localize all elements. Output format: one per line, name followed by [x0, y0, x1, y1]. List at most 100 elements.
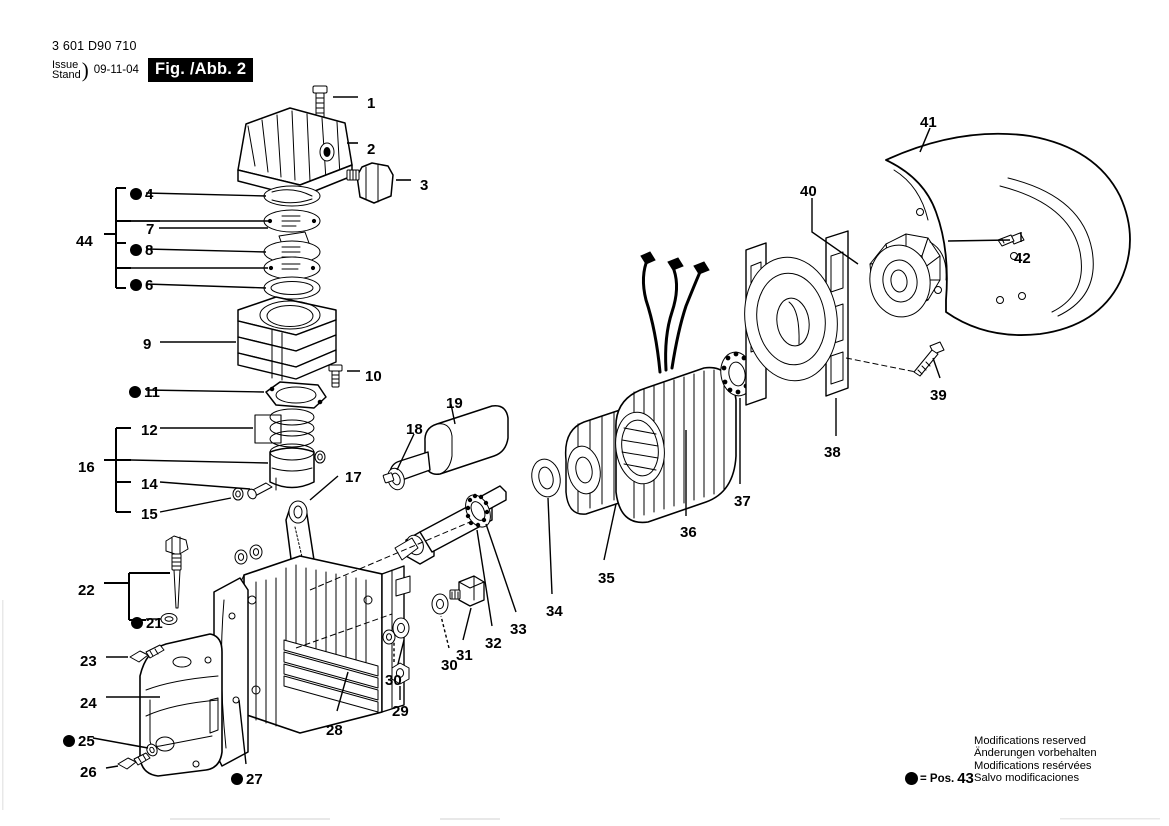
bracket-22 [104, 572, 170, 621]
modifications-legend: Modifications reserved Änderungen vorbeh… [974, 735, 1097, 785]
callout-39: 39 [930, 387, 947, 404]
callout-1: 1 [367, 95, 376, 112]
figure-badge: Fig. /Abb. 2 [147, 58, 254, 82]
callout-35: 35 [598, 570, 615, 587]
part-2-cylinder-head [237, 107, 353, 198]
part-33-crankshaft [394, 485, 507, 565]
filled-dot-icon [905, 772, 918, 785]
callout-7: 7 [146, 221, 155, 238]
small-hardware-cluster [234, 544, 263, 565]
registration-marks [2, 600, 1160, 820]
stand-label: Stand [52, 69, 81, 81]
callout-27: 27 [231, 772, 263, 787]
part-21-oring [160, 613, 178, 625]
part-36-stator [615, 251, 737, 524]
callout-34: 34 [546, 603, 563, 620]
callout-17: 17 [345, 469, 362, 486]
callout-30b: 30 [441, 657, 458, 674]
callout-15: 15 [141, 506, 158, 523]
part-15-circlip [232, 450, 326, 501]
part-34-washer [531, 458, 561, 498]
part-11-flange-gasket [265, 381, 327, 409]
stator-wires [641, 256, 702, 374]
sheet-header: 3 601 D90 710 Issue Stand ) 09-11-04 Fig… [52, 39, 254, 82]
callout-24: 24 [80, 695, 97, 712]
part-20-dipstick [165, 535, 189, 609]
callout-23: 23 [80, 653, 97, 670]
bracket-16 [104, 427, 131, 513]
callout-4: 4 [130, 187, 153, 202]
callout-33: 33 [510, 621, 527, 638]
brace-glyph: ) [81, 58, 89, 82]
callout-38: 38 [824, 444, 841, 461]
valve-plate-upper [263, 209, 321, 233]
callout-11: 11 [129, 385, 160, 400]
issue-label: Issue [52, 58, 79, 71]
callout-44: 44 [76, 233, 93, 250]
callout-10: 10 [365, 368, 382, 385]
part-32-bearing [465, 493, 491, 528]
part-6-gasket [263, 276, 321, 300]
part-30-washers [382, 593, 449, 645]
part-29-nut [391, 662, 410, 685]
callout-12: 12 [141, 422, 158, 439]
callout-18: 18 [406, 421, 423, 438]
position-key-label: = Pos. [920, 772, 955, 785]
callout-28: 28 [326, 722, 343, 739]
legend-line-fr: Modifications resérvées [974, 759, 1092, 772]
part-25-oring [146, 743, 158, 757]
issue-date: 09-11-04 [93, 64, 139, 76]
callout-9: 9 [143, 336, 152, 353]
callout-37: 37 [734, 493, 751, 510]
part-number: 3 601 D90 710 [52, 39, 137, 53]
part-10-screw [328, 364, 343, 388]
callout-8: 8 [130, 243, 153, 258]
legend-line-es: Salvo modificaciones [974, 772, 1080, 785]
callout-32: 32 [485, 635, 502, 652]
callout-2: 2 [367, 141, 376, 158]
callout-22: 22 [78, 582, 95, 599]
leader-lines-piston [130, 427, 269, 513]
callout-26: 26 [80, 764, 97, 781]
callout-42: 42 [1014, 250, 1031, 267]
part-14-piston-pin [247, 482, 273, 500]
callout-36: 36 [680, 524, 697, 541]
part-23-screw [129, 644, 165, 663]
part-28-crankcase [234, 555, 411, 734]
callout-3: 3 [420, 177, 429, 194]
part-18-capacitor-terminal [382, 451, 431, 491]
part-26-screw [117, 752, 151, 770]
callout-41: 41 [920, 114, 937, 131]
callout-16: 16 [78, 459, 95, 476]
part-9-cylinder [237, 296, 337, 381]
leader-lines-head [131, 192, 268, 289]
position-key-number: 43 [957, 770, 974, 787]
part-39-bolt [913, 341, 945, 377]
part-3-valve-cap [346, 162, 394, 204]
part-40-fan [869, 233, 941, 318]
part-19-capacitor-body [424, 405, 509, 475]
part-41-fan-cover [885, 132, 1131, 336]
callout-14: 14 [141, 476, 158, 493]
part-4-gasket [263, 185, 321, 207]
issue-stand-labels: Issue Stand [52, 58, 81, 81]
position-key: = Pos. 43 [905, 770, 974, 787]
callout-30a: 30 [385, 672, 402, 689]
callout-31: 31 [456, 647, 473, 664]
part-24-cover [139, 633, 223, 777]
end-bell-housing [744, 256, 838, 382]
callout-40: 40 [800, 183, 817, 200]
callout-21: 21 [131, 616, 163, 631]
legend-line-en: Modifications reserved [974, 735, 1086, 747]
callout-25: 25 [63, 734, 95, 749]
part-13-piston [269, 443, 315, 491]
bracket-44 [104, 187, 131, 289]
part-1-screw [312, 85, 328, 120]
part-31-terminal-block [449, 575, 485, 607]
callout-19: 19 [446, 395, 463, 412]
valve-plate-lower [263, 256, 321, 280]
part-12-piston-rings [254, 408, 315, 448]
callout-6: 6 [130, 278, 153, 293]
